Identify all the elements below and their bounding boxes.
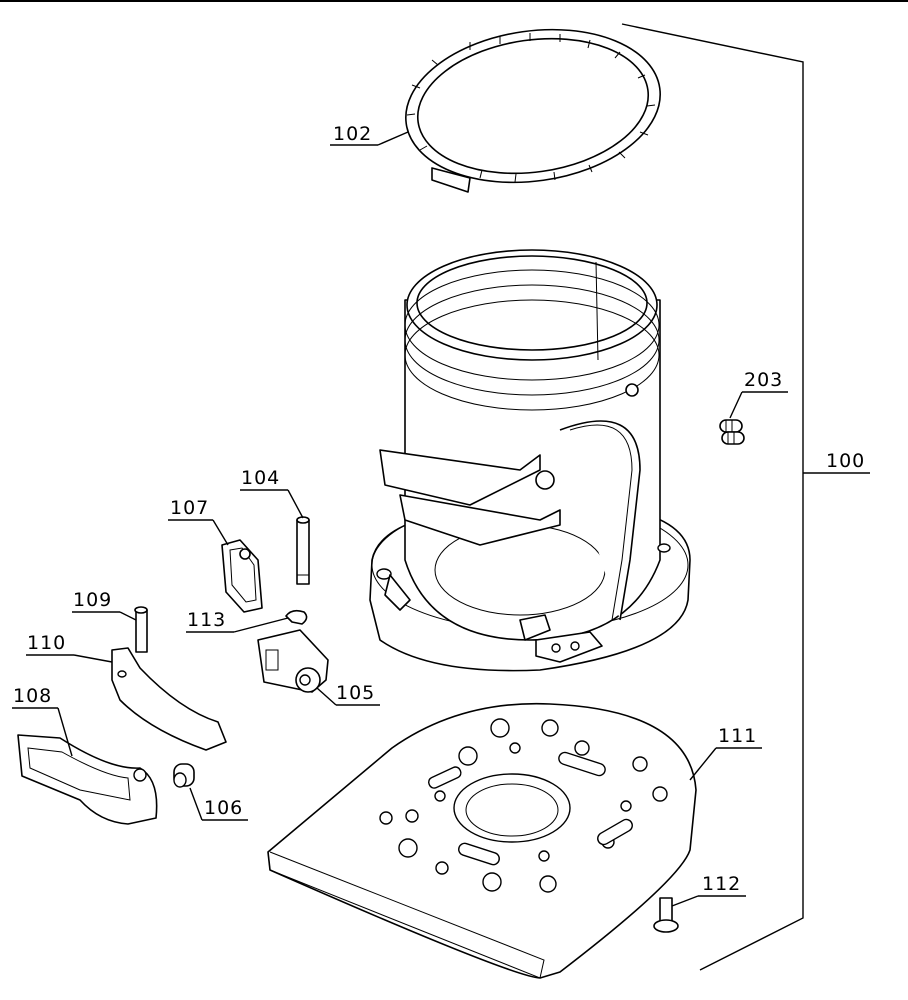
part-109-pin — [72, 606, 148, 653]
part-104-pin — [240, 489, 310, 585]
label-109: 109 — [73, 589, 112, 611]
part-111-base-plate — [267, 702, 762, 979]
part-108-handle — [12, 707, 158, 825]
part-106-bushing — [173, 763, 248, 821]
label-203: 203 — [744, 369, 783, 391]
label-106: 106 — [204, 797, 243, 819]
label-112: 112 — [702, 873, 741, 895]
assembly-bracket — [621, 23, 870, 971]
part-110-lever — [26, 647, 227, 751]
label-105: 105 — [336, 682, 375, 704]
label-113: 113 — [187, 609, 226, 631]
part-112-screw — [653, 895, 746, 933]
part-labels: 102 203 100 104 107 109 113 110 105 108 … — [13, 123, 865, 895]
part-105-bracket — [257, 629, 380, 706]
part-107-clip — [168, 519, 263, 613]
label-107: 107 — [170, 497, 209, 519]
label-100: 100 — [826, 450, 865, 472]
part-113-eclip — [186, 609, 308, 633]
label-108: 108 — [13, 685, 52, 707]
part-102-scale-ring — [330, 28, 661, 193]
label-111: 111 — [718, 725, 757, 747]
label-102: 102 — [333, 123, 372, 145]
label-104: 104 — [241, 467, 280, 489]
part-203-screws — [719, 391, 788, 445]
main-housing — [369, 249, 691, 672]
label-110: 110 — [27, 632, 66, 654]
